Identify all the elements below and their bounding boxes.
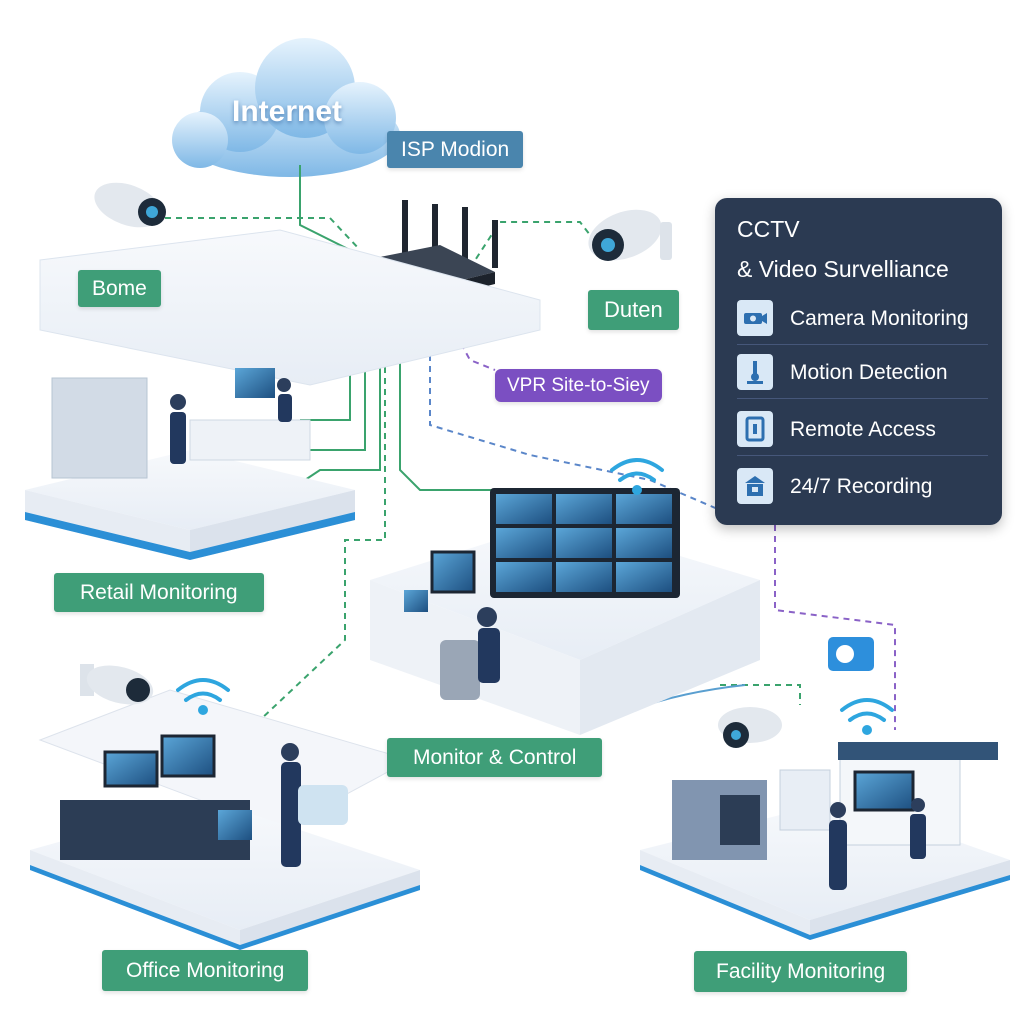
feature-remote-access: Remote Access (737, 409, 988, 456)
feature-label: Remote Access (790, 418, 936, 441)
link-office (259, 290, 386, 721)
router-right-label: Duten (588, 290, 679, 330)
control-platform (370, 488, 760, 735)
camera-icon (737, 300, 773, 336)
link-vpn (439, 304, 496, 371)
camera-top-left (94, 182, 166, 228)
features-panel: CCTV & Video Survelliance Camera Monitor… (715, 198, 1002, 525)
feature-label: Motion Detection (790, 361, 948, 384)
facility-platform (640, 742, 1010, 940)
feature-label: 24/7 Recording (790, 475, 933, 498)
link-retail-3 (304, 290, 381, 481)
camera-office (80, 664, 154, 705)
link-control (399, 295, 500, 491)
office-platform (30, 689, 420, 950)
facility-monitoring-label: Facility Monitoring (694, 951, 908, 992)
camera-top-right (588, 209, 672, 261)
link-facility-green (720, 684, 801, 705)
isp-label: ISP Modion (387, 131, 524, 168)
internet-label: Internet (232, 95, 343, 128)
internet-cloud (172, 38, 400, 177)
wifi-icon (176, 458, 894, 722)
link-camera-right (469, 221, 591, 269)
wifi-dot (862, 725, 872, 735)
remote-access-icon (737, 411, 773, 447)
recording-icon (737, 468, 773, 504)
camera-facility (718, 707, 782, 748)
features-title: CCTV (737, 216, 800, 242)
feature-camera-monitoring: Camera Monitoring (737, 298, 988, 345)
motion-icon (737, 354, 773, 390)
vpn-label: VPR Site-to-Siey (495, 369, 662, 402)
link-camera-left (165, 217, 361, 251)
features-subtitle: & Video Survelliance (737, 256, 949, 282)
link-facility-purple (774, 525, 896, 730)
retail-monitoring-label: Retail Monitoring (54, 573, 264, 612)
home-label: Bome (78, 270, 161, 307)
link-cloud-router (299, 165, 361, 256)
office-monitoring-label: Office Monitoring (102, 950, 309, 991)
feature-motion-detection: Motion Detection (737, 352, 988, 399)
feature-label: Camera Monitoring (790, 307, 969, 330)
retail-platform (25, 229, 541, 560)
camera-icon-facility (828, 637, 874, 671)
wifi-dot (198, 705, 208, 715)
feature-recording: 24/7 Recording (737, 466, 988, 512)
wifi-dot (632, 485, 642, 495)
monitor-control-label: Monitor & Control (387, 738, 603, 777)
